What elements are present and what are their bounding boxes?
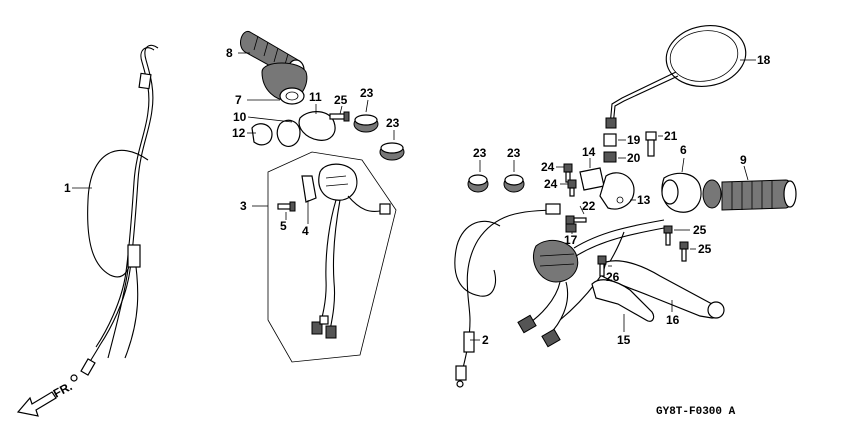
callout-11: 11	[309, 90, 322, 104]
switch-housing-6[interactable]	[661, 172, 702, 213]
nut-17[interactable]	[565, 223, 577, 233]
rear-brake-lever-15[interactable]	[591, 279, 655, 322]
callout-26: 26	[606, 270, 620, 284]
callout-13: 13	[637, 193, 651, 207]
callout-22: 22	[582, 199, 596, 213]
handlebar-switch-harness[interactable]	[517, 219, 665, 348]
handlebar-grip-9[interactable]	[702, 179, 797, 211]
callout-25-top: 25	[334, 93, 348, 107]
callout-18: 18	[757, 53, 771, 67]
bolt-21[interactable]	[645, 131, 657, 157]
callout-14: 14	[582, 145, 596, 159]
callout-12: 12	[232, 126, 246, 140]
callout-23-b: 23	[386, 116, 400, 130]
band-clip-23-a[interactable]	[353, 114, 379, 133]
switch-assembly-outline	[267, 151, 397, 363]
throttle-grip[interactable]	[240, 30, 308, 105]
callout-2: 2	[482, 333, 489, 347]
bolt-24-b[interactable]	[567, 179, 577, 197]
mirror-adaptor-19[interactable]	[603, 133, 617, 147]
choke-cable[interactable]	[454, 203, 561, 388]
callout-8: 8	[226, 46, 233, 60]
band-clip-23-c[interactable]	[467, 174, 489, 193]
callout-7: 7	[235, 93, 242, 107]
mirror[interactable]	[605, 20, 751, 129]
nut-20[interactable]	[603, 151, 617, 163]
callout-6: 6	[680, 143, 687, 157]
callout-23-d: 23	[507, 146, 521, 160]
callout-24-b: 24	[544, 177, 558, 191]
callout-1: 1	[64, 181, 71, 195]
callout-9: 9	[740, 153, 747, 167]
throttle-cable[interactable]	[70, 44, 159, 382]
bolt-24-a[interactable]	[563, 163, 573, 183]
screw-25-top[interactable]	[329, 111, 350, 122]
callout-23-a: 23	[360, 86, 374, 100]
screw-5[interactable]	[277, 201, 296, 212]
diagram-code: GY8T-F0300 A	[656, 406, 736, 418]
callout-3: 3	[240, 199, 247, 213]
callout-23-c: 23	[473, 146, 487, 160]
kill-switch-unit[interactable]	[301, 163, 391, 339]
screw-22[interactable]	[565, 215, 587, 225]
band-clip-23-b[interactable]	[379, 142, 405, 161]
callout-24-a: 24	[541, 160, 555, 174]
throttle-housing[interactable]	[251, 111, 336, 147]
screw-25-right-b[interactable]	[679, 241, 689, 262]
callout-20: 20	[627, 151, 641, 165]
callout-15: 15	[617, 333, 631, 347]
callout-25-right-b: 25	[698, 242, 712, 256]
screw-25-right-a[interactable]	[663, 225, 673, 246]
callout-4: 4	[302, 224, 309, 238]
callout-25-right-a: 25	[693, 223, 707, 237]
lever-bracket-13[interactable]	[599, 172, 635, 210]
callout-5: 5	[280, 219, 287, 233]
callout-16: 16	[666, 313, 680, 327]
lever-holder-14[interactable]	[579, 167, 605, 191]
callout-21: 21	[664, 129, 678, 143]
callout-17: 17	[564, 233, 578, 247]
front-direction-arrow	[16, 391, 57, 417]
pivot-bolt-26[interactable]	[597, 255, 607, 277]
callout-10: 10	[233, 110, 247, 124]
callout-19: 19	[627, 133, 641, 147]
band-clip-23-d[interactable]	[503, 174, 525, 193]
